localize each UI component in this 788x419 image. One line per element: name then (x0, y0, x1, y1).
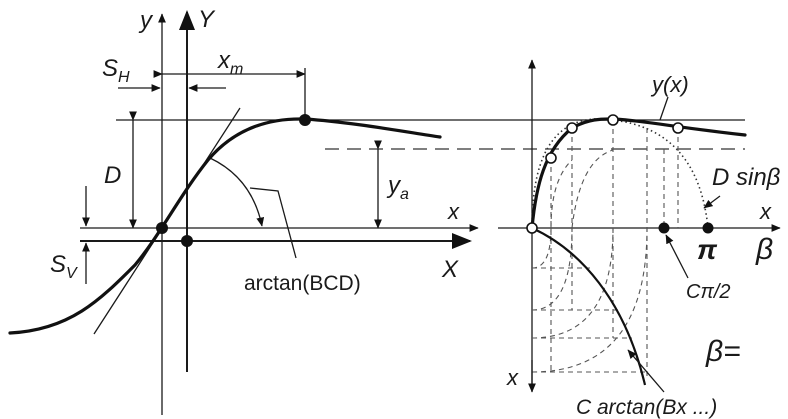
quarter-arc-3 (531, 227, 614, 339)
upper-arc-2 (571, 149, 614, 229)
yx-leader (659, 96, 669, 121)
upper-arc-1 (550, 159, 573, 229)
C-pi-half-point (658, 222, 670, 234)
quarter-arc-4 (531, 227, 648, 373)
origin-point (181, 235, 193, 247)
pi-point (702, 222, 714, 234)
SV-label: SV (50, 251, 78, 282)
right-origin-point (526, 222, 538, 234)
arctan-BCD-label: arctan(BCD) (244, 272, 361, 295)
left-panel: y Y xm SH D ya x X SV arctan(BCD) (8, 6, 745, 415)
yx-point-2 (566, 122, 578, 134)
C-pi-half-label: Cπ/2 (686, 281, 731, 303)
yx-point-1 (545, 152, 557, 164)
yx-point-3 (607, 114, 619, 126)
pi-label: π (697, 234, 718, 265)
Dsin-leader (703, 195, 721, 209)
x-right-label: x (759, 199, 772, 224)
quarter-arc-2 (531, 227, 573, 311)
D-label: D (104, 162, 121, 189)
SH-label: SH (102, 55, 130, 86)
xm-label: xm (217, 47, 243, 78)
yx-point-4 (672, 122, 684, 134)
yx-label: y(x) (650, 72, 689, 97)
C-arctan-label: C arctan(Bx ...) (576, 396, 717, 419)
C-pi-half-leader (665, 234, 689, 279)
beta-eq-label: β= (705, 335, 741, 368)
X-big-label: X (441, 256, 459, 283)
arctan-leader (249, 187, 297, 259)
x-down-label: x (506, 365, 519, 390)
C-arctan-leader (627, 349, 665, 393)
D-sin-beta-curve (531, 118, 709, 229)
inflection-point (156, 222, 168, 234)
C-arctan-curve (531, 227, 647, 386)
peak-point (299, 114, 311, 126)
x-small-label: x (447, 199, 460, 224)
magic-formula-curve (8, 117, 442, 335)
D-sin-beta-label: D sinβ (712, 164, 781, 191)
ya-label: ya (386, 172, 409, 203)
y-small-label: y (138, 7, 154, 34)
angle-arc (209, 157, 265, 227)
right-panel: y(x) D sinβ x β π Cπ/2 β= x C arctan(Bx … (498, 59, 781, 419)
quarter-arc-1 (531, 227, 552, 269)
Y-big-label: Y (198, 6, 216, 33)
beta-axis-label: β (755, 233, 773, 266)
